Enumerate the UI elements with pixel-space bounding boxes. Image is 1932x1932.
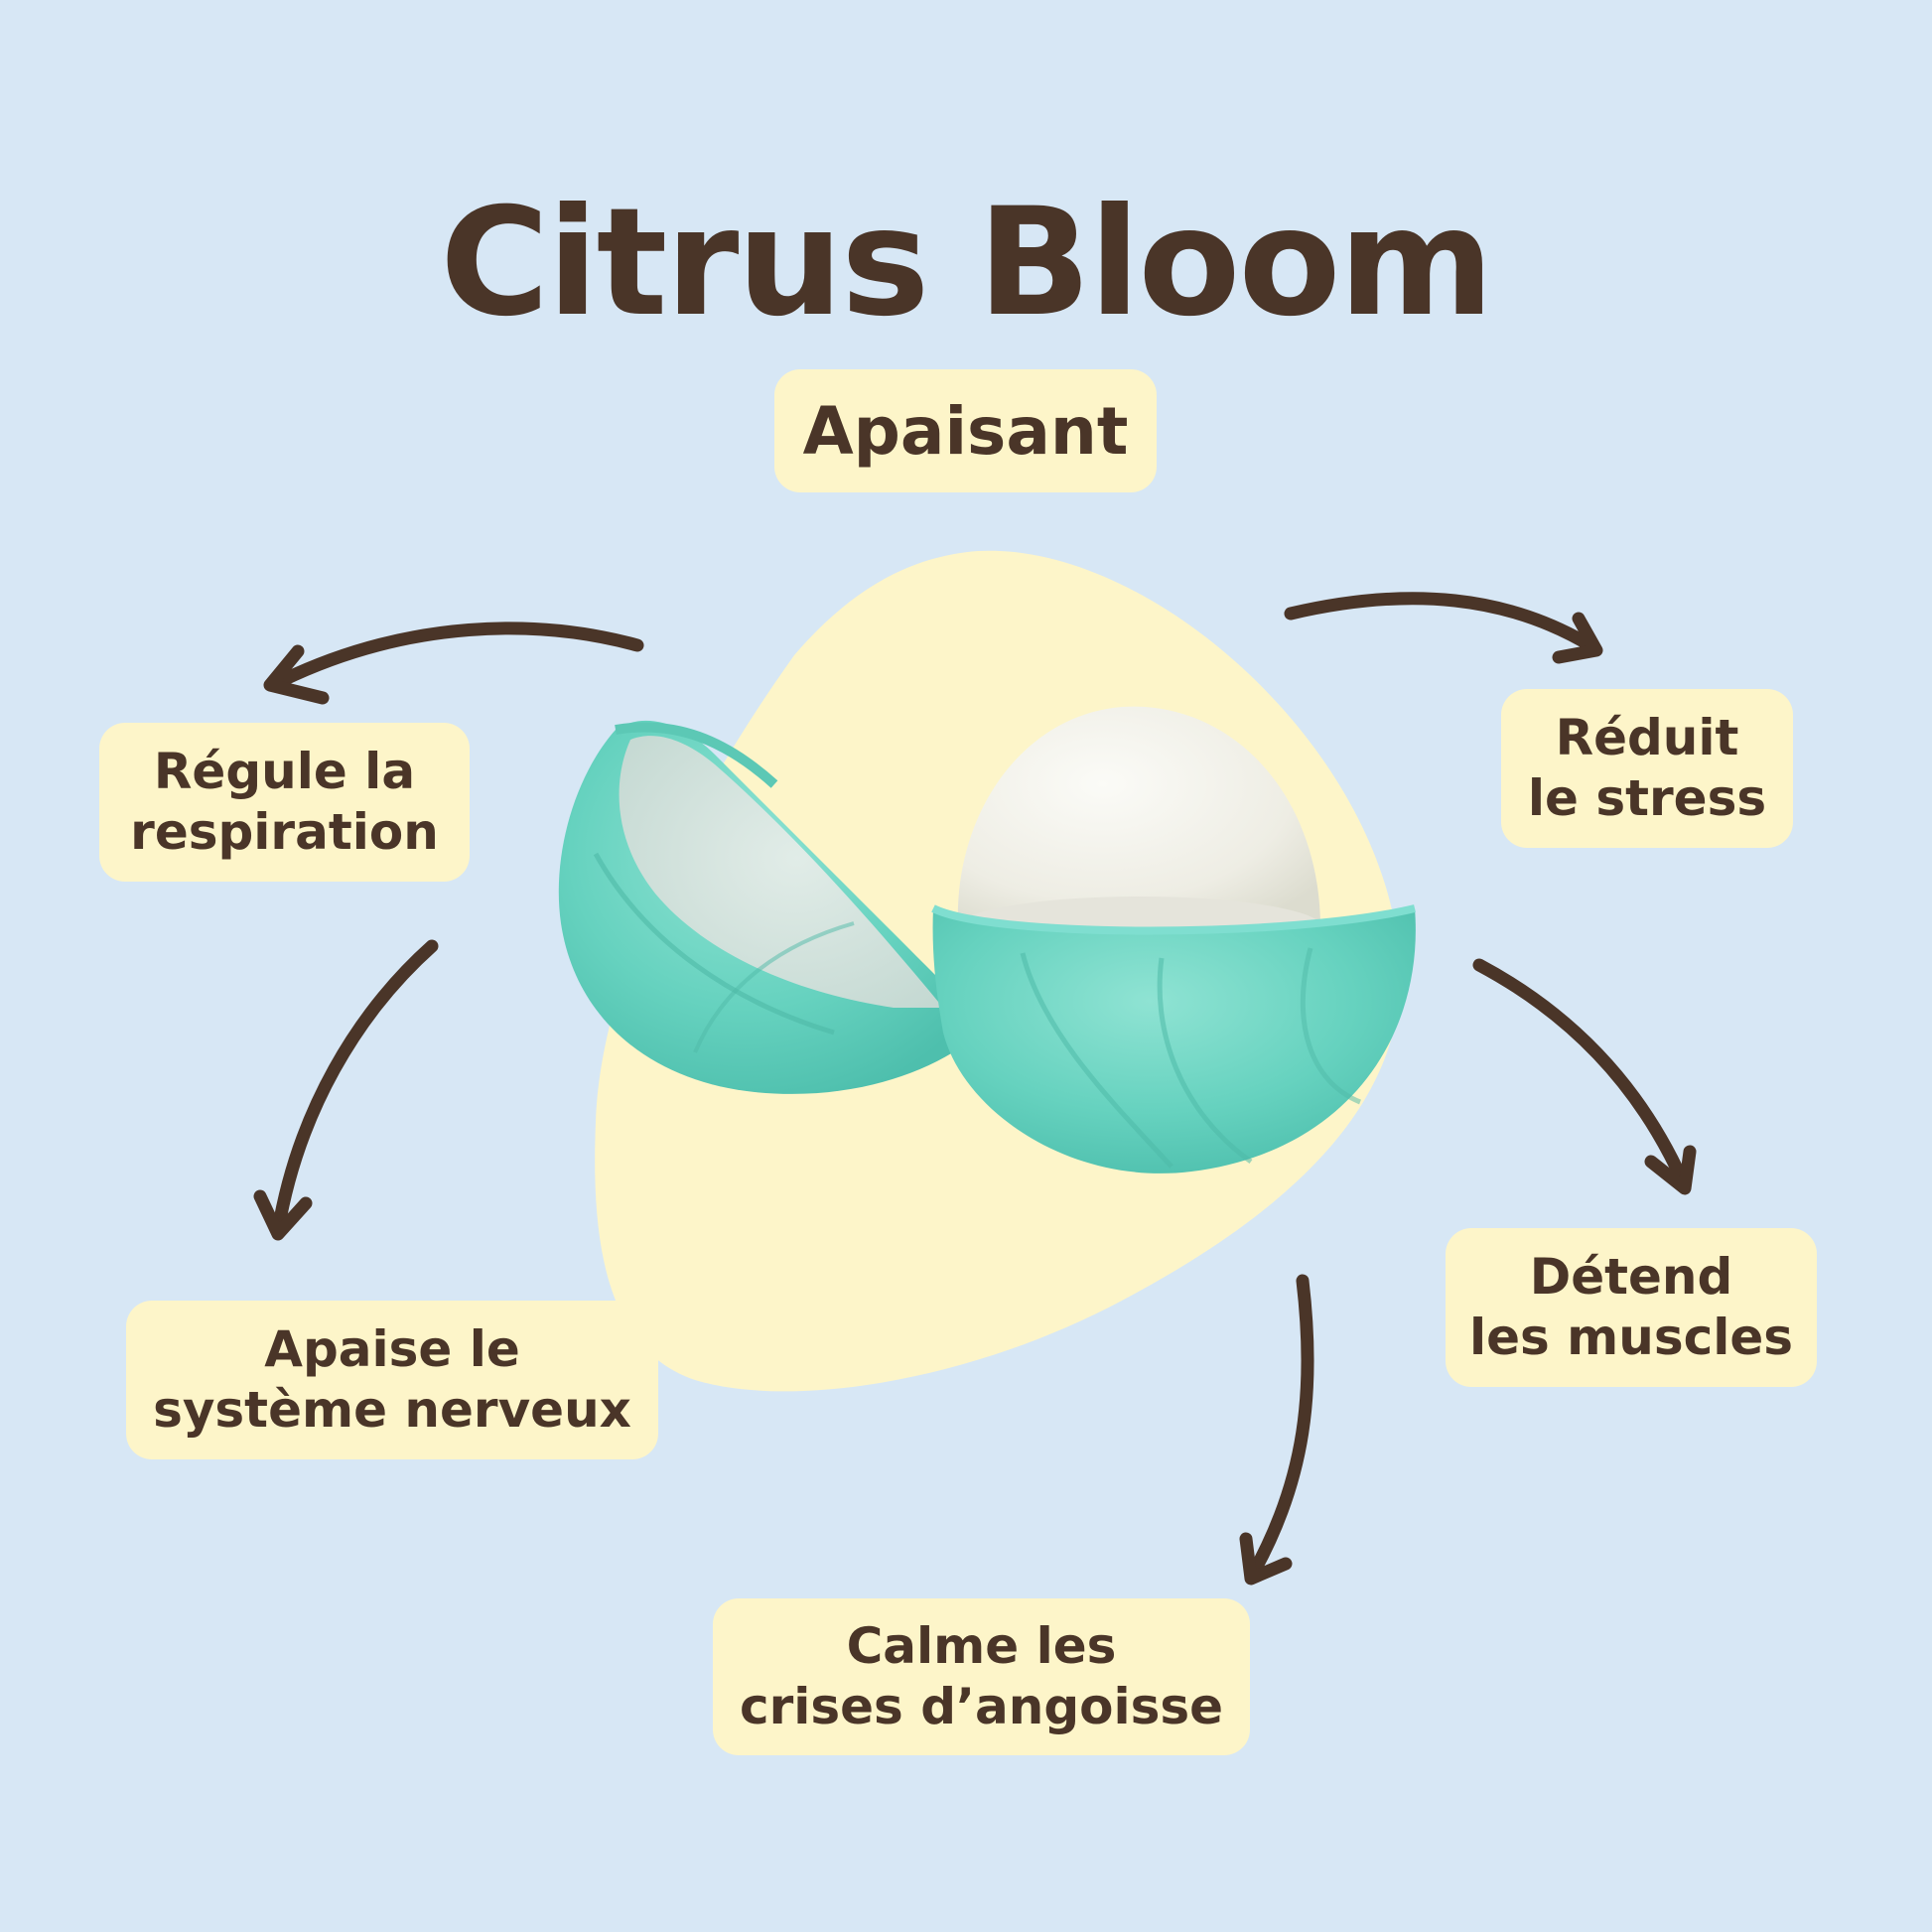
benefit-nerveux-line2: système nerveux — [153, 1381, 631, 1439]
arrow-to-stress — [1284, 592, 1603, 664]
benefit-nerveux: Apaise le système nerveux — [126, 1301, 658, 1459]
subtitle-badge: Apaisant — [774, 369, 1157, 492]
benefit-angoisse-line1: Calme les — [846, 1617, 1117, 1675]
benefit-respiration-line1: Régule la — [153, 743, 416, 800]
arrow-to-respiration — [263, 621, 644, 705]
benefit-respiration-line2: respiration — [130, 803, 439, 861]
benefit-nerveux-line1: Apaise le — [264, 1320, 520, 1378]
arrow-to-muscles — [1472, 958, 1697, 1195]
benefit-muscles: Détend les muscles — [1446, 1228, 1817, 1387]
benefit-stress-line1: Réduit — [1555, 709, 1739, 766]
benefit-muscles-line2: les muscles — [1468, 1309, 1794, 1366]
benefit-stress: Réduit le stress — [1501, 689, 1793, 848]
lid-shell — [558, 720, 973, 1094]
benefit-stress-line2: le stress — [1527, 769, 1767, 827]
benefit-muscles-line1: Détend — [1529, 1248, 1733, 1306]
benefit-angoisse: Calme les crises d’angoisse — [713, 1598, 1250, 1755]
benefit-respiration: Régule la respiration — [99, 723, 470, 882]
arrow-to-nerveux — [253, 939, 439, 1241]
benefit-angoisse-line2: crises d’angoisse — [739, 1678, 1224, 1735]
arrow-to-angoisse — [1239, 1274, 1314, 1586]
base-shell — [931, 904, 1416, 1173]
page-title: Citrus Bloom — [440, 177, 1494, 349]
balm-dome — [957, 706, 1320, 928]
